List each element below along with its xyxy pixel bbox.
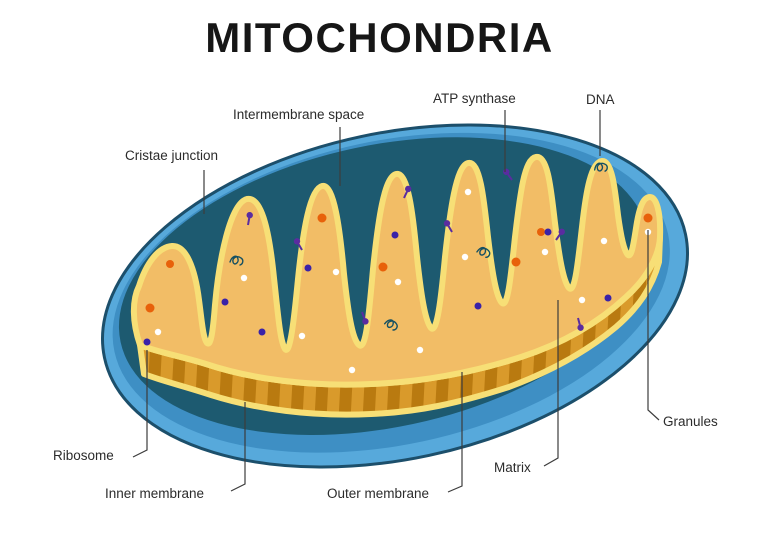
granule-dot xyxy=(643,213,653,223)
granule-dot xyxy=(378,262,388,272)
matrix-dot xyxy=(240,274,248,282)
matrix-dot xyxy=(461,253,469,261)
label-granules: Granules xyxy=(663,414,718,429)
matrix-dot xyxy=(464,188,472,196)
leader-ribosome xyxy=(132,350,148,458)
dna-group xyxy=(229,162,608,331)
ribosomes-group xyxy=(143,228,612,346)
atp-synthase-icon xyxy=(246,211,253,226)
matrix-dot xyxy=(154,328,162,336)
label-intermembrane-space: Intermembrane space xyxy=(233,107,365,122)
label-outer-membrane: Outer membrane xyxy=(327,486,430,501)
label-atp-synthase: ATP synthase xyxy=(433,91,516,106)
label-matrix: Matrix xyxy=(494,460,531,475)
matrix-shape xyxy=(130,154,664,388)
label-ribosome: Ribosome xyxy=(53,448,114,463)
dna-squiggle xyxy=(476,246,491,259)
atp-synthase-icon xyxy=(443,220,453,233)
atp-synthase-icon xyxy=(555,228,565,241)
granule-dot xyxy=(145,303,155,313)
matrix-dot xyxy=(416,346,424,354)
ribosome-dot xyxy=(221,298,229,306)
dna-squiggle xyxy=(229,255,244,266)
leader-lines xyxy=(132,110,660,493)
ribosome-dot xyxy=(304,264,312,272)
dna-squiggle xyxy=(593,162,608,172)
matrix-dot xyxy=(298,332,306,340)
ribosome-dot xyxy=(143,338,151,346)
label-cristae-junction: Cristae junction xyxy=(125,148,219,163)
ribosome-dot xyxy=(604,294,612,302)
atp-synthase-icon xyxy=(293,238,303,251)
leader-matrix xyxy=(543,300,559,467)
atp-synthase-icon xyxy=(403,185,412,199)
leader-outer-membrane xyxy=(447,372,463,493)
ribosome-dot xyxy=(474,302,482,310)
matrix-dot xyxy=(348,366,356,374)
atp-synthase-icon xyxy=(361,311,369,325)
ribosome-dot xyxy=(391,231,399,239)
label-inner-membrane: Inner membrane xyxy=(105,486,205,501)
granule-dot xyxy=(317,213,327,223)
page-title: MITOCHONDRIA xyxy=(205,14,554,61)
granules-group xyxy=(145,213,653,313)
leader-inner-membrane xyxy=(230,402,246,492)
leader-granules xyxy=(647,230,660,421)
matrix-dot xyxy=(332,268,340,276)
granule-dot xyxy=(537,228,545,236)
matrix-dot xyxy=(578,296,586,304)
label-dna: DNA xyxy=(586,92,615,107)
atp-synthase-icon xyxy=(577,317,584,331)
ribosome-dot xyxy=(258,328,266,336)
matrix-dot xyxy=(541,248,549,256)
granule-dot xyxy=(511,257,521,267)
matrix-dot xyxy=(600,237,608,245)
granule-dot xyxy=(166,260,174,268)
dna-squiggle xyxy=(383,319,398,331)
matrix-dot xyxy=(394,278,402,286)
ribosome-dot xyxy=(544,228,552,236)
matrix-dots xyxy=(154,188,652,374)
